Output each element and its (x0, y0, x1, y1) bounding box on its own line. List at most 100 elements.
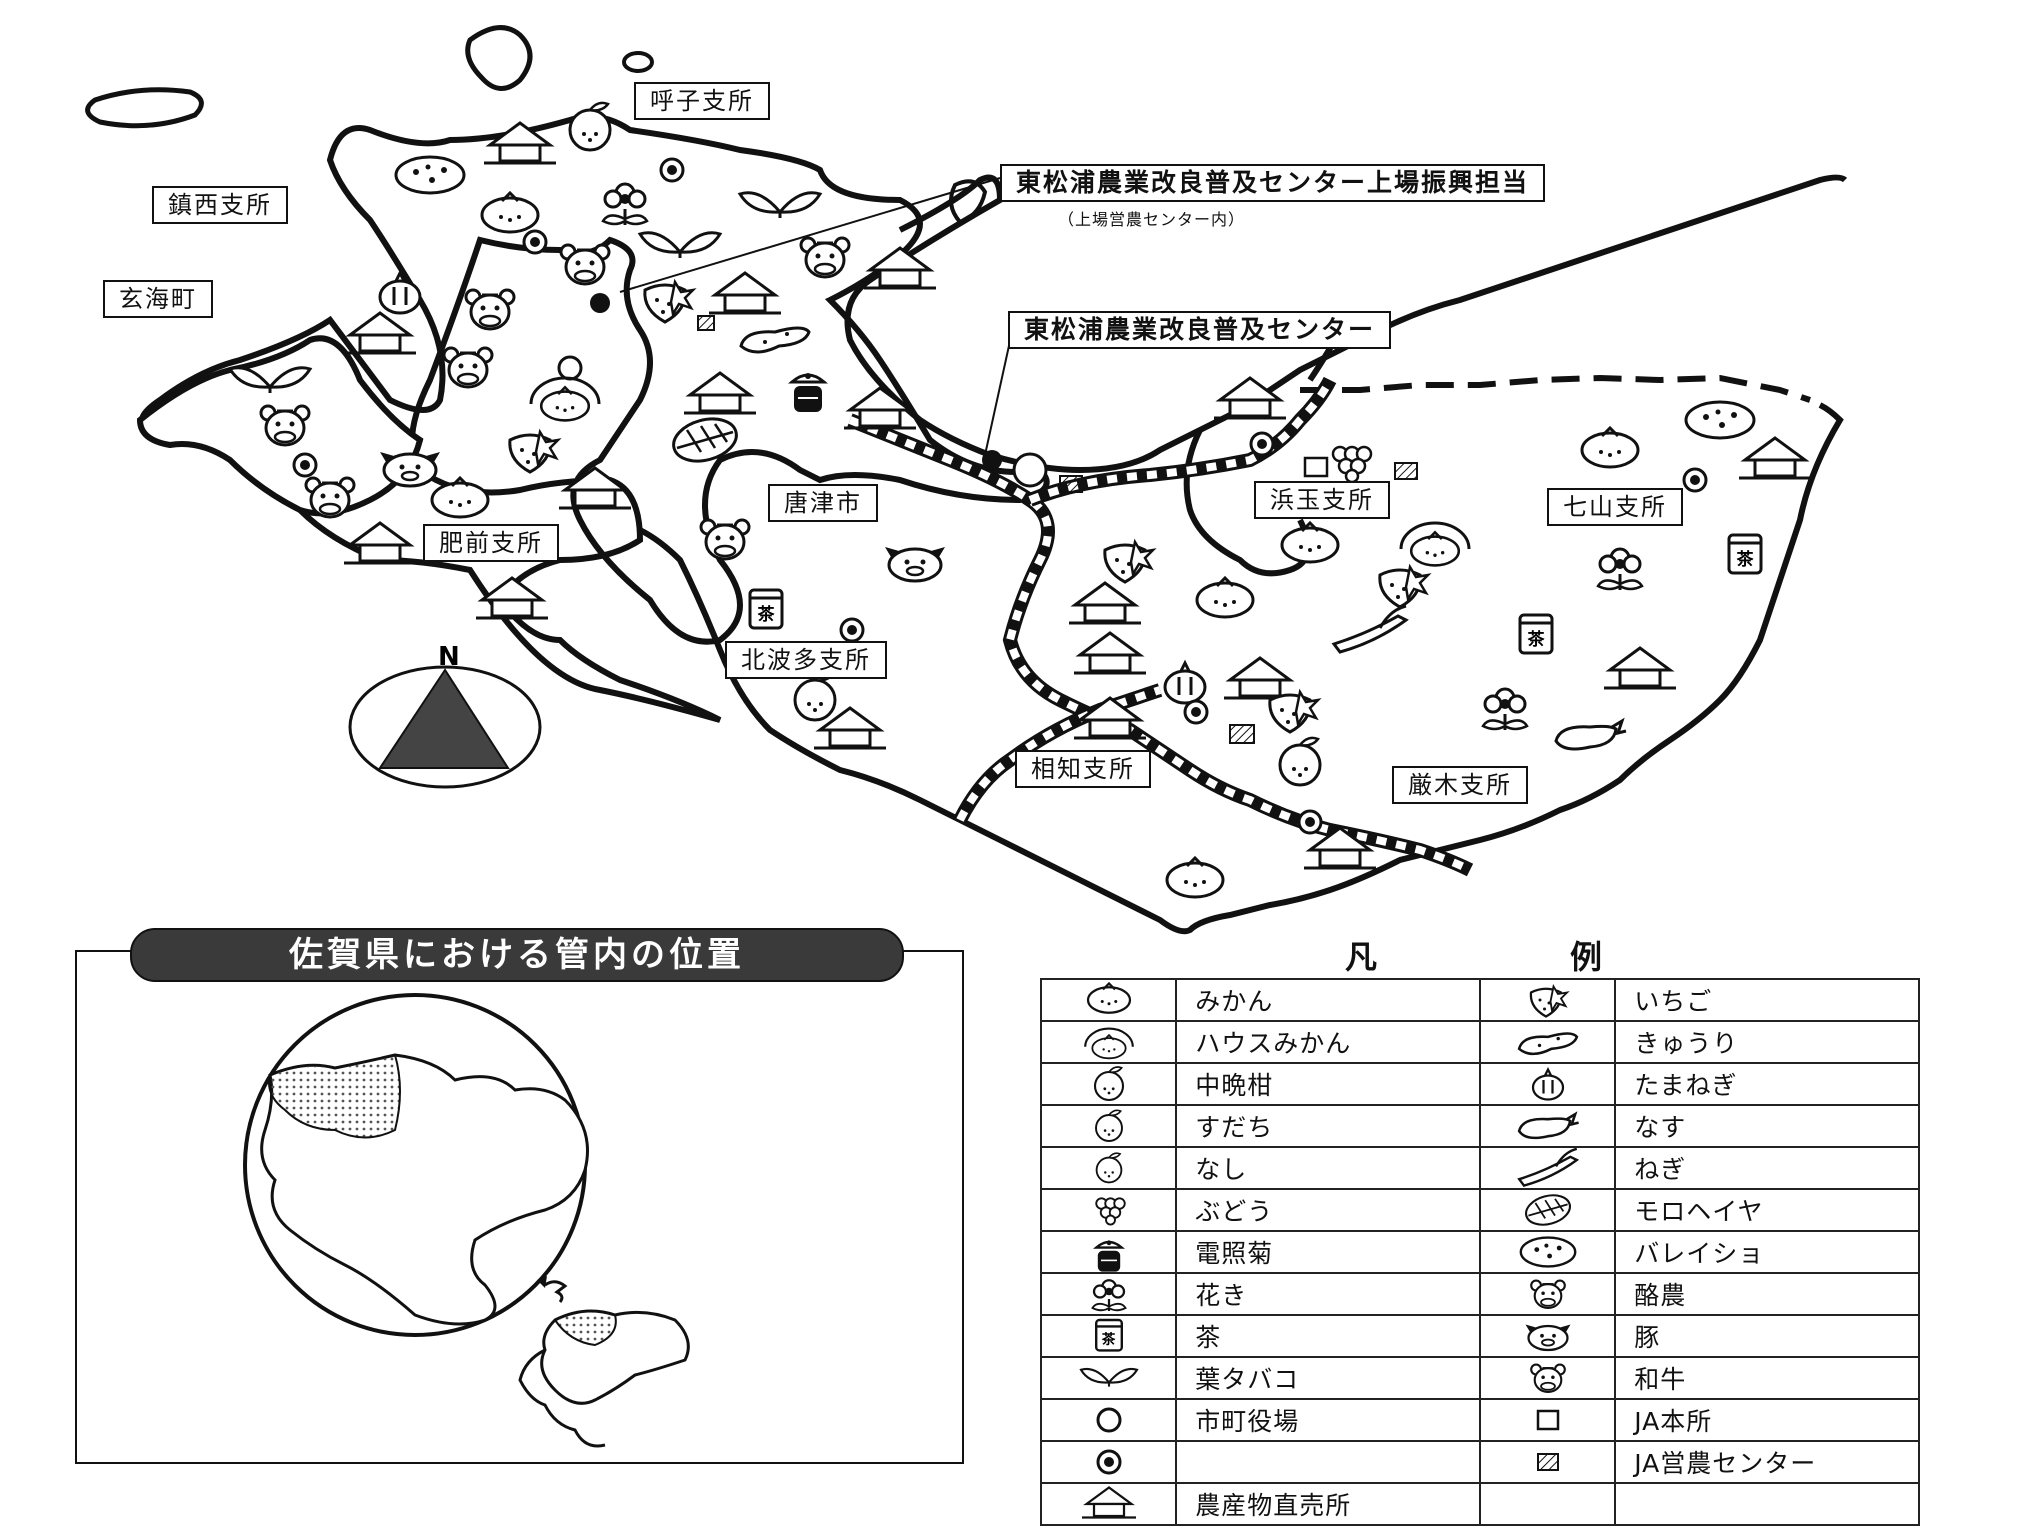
city-hall-icon (1039, 1398, 1178, 1442)
legend-row: 茶豚 (1039, 1314, 1920, 1358)
legend-label: いちご (1614, 978, 1920, 1022)
double-circle-icon (1249, 431, 1275, 457)
legend-table: みかん いちごハウスみかん きゅうり中晩柑 たまねぎすだち なすなしねぎぶどう モロヘイヤ… (1039, 978, 1920, 1526)
strawberry-icon (508, 430, 560, 474)
legend-label: モロヘイヤ (1614, 1188, 1920, 1232)
double-circle-icon (1297, 809, 1323, 835)
legend-row: すだち なす (1039, 1104, 1920, 1148)
legend-label: ぶどう (1175, 1188, 1481, 1232)
potato-icon (394, 155, 466, 195)
legend-label: きゅうり (1614, 1020, 1920, 1064)
potato-icon (1684, 400, 1756, 440)
mikan-icon (1039, 978, 1178, 1022)
pig-icon (378, 450, 442, 488)
direct-sale-icon (1072, 631, 1148, 675)
legend-label: たまねぎ (1614, 1062, 1920, 1106)
kyushu-coast (518, 1348, 606, 1448)
strawberry-icon (1478, 978, 1617, 1022)
legend-title-left: 凡 (1345, 938, 1378, 976)
ja-center-icon (697, 315, 715, 331)
legend-row: JA営農センター (1039, 1440, 1920, 1484)
district-highlight-kyushu (553, 1310, 617, 1347)
grape-icon (1331, 445, 1373, 484)
legend-label: なし (1175, 1146, 1481, 1190)
compass-north-label: N (438, 642, 460, 672)
legend-row: みかん いちご (1039, 978, 1920, 1022)
legend-label: 市町役場 (1175, 1398, 1481, 1442)
legend-row: 電照菊バレイショ (1039, 1230, 1920, 1274)
onion-icon (1163, 661, 1207, 705)
direct-sale-icon (1602, 646, 1678, 690)
legend-label: 農産物直売所 (1175, 1482, 1481, 1526)
city-hall-icon (557, 355, 583, 381)
double-circle-icon (1183, 699, 1209, 725)
double-circle-icon (1039, 1440, 1178, 1484)
legend-label: 中晩柑 (1175, 1062, 1481, 1106)
double-circle-icon (522, 229, 548, 255)
office-label-nanayama: 七山支所 (1547, 488, 1683, 526)
dairy-cow-icon (559, 243, 611, 286)
leek-icon (1332, 604, 1408, 654)
mikan-icon (1195, 576, 1255, 619)
office-label-yobuko: 呼子支所 (634, 82, 770, 120)
direct-sale-icon (1737, 436, 1813, 480)
office-label-hamatama: 浜玉支所 (1254, 481, 1390, 519)
double-circle-icon (292, 452, 318, 478)
late-citrus-icon (1039, 1062, 1178, 1106)
map-symbols (228, 101, 1813, 899)
legend-label: 豚 (1614, 1314, 1920, 1358)
legend-label: JA営農センター (1614, 1440, 1920, 1484)
double-circle-icon (659, 157, 685, 183)
chrysanthemum-icon (1039, 1230, 1178, 1274)
office-label-kitahata: 北波多支所 (725, 641, 887, 679)
island-madara (85, 87, 204, 129)
legend-row: なしねぎ (1039, 1146, 1920, 1190)
legend-title-right: 例 (1570, 938, 1603, 976)
grape-icon (1039, 1188, 1178, 1232)
legend-row: 葉タバコ和牛 (1039, 1356, 1920, 1400)
late-citrus-icon (793, 671, 837, 722)
legend-label: すだち (1175, 1104, 1481, 1148)
strawberry-icon (1268, 690, 1320, 734)
leader-line-main (984, 331, 1013, 456)
direct-sale-icon (342, 311, 418, 355)
city-label-karatsu: 唐津市 (768, 484, 878, 522)
office-label-hizen: 肥前支所 (423, 524, 559, 562)
ja-hq-icon (1303, 456, 1329, 478)
chrysanthemum-icon (790, 371, 826, 414)
potato-icon (1478, 1230, 1617, 1274)
prefecture-boundary (1300, 374, 1811, 403)
pointer-arrow-icon (544, 1280, 568, 1303)
beef-cattle-icon (464, 288, 516, 331)
dairy-cow-icon (1478, 1272, 1617, 1316)
island-kakara (465, 25, 533, 91)
eggplant-icon (1478, 1104, 1617, 1148)
legend-label: 花き (1175, 1272, 1481, 1316)
ja-center-icon (1059, 475, 1083, 493)
legend-empty-icon-cell (1478, 1482, 1617, 1526)
city-hall-icon (1012, 452, 1048, 488)
mikan-icon (1280, 521, 1340, 564)
pear-icon (568, 101, 612, 152)
mikan-icon (1580, 426, 1640, 469)
legend-label: 茶 (1175, 1314, 1481, 1358)
legend-label: 電照菊 (1175, 1230, 1481, 1274)
district-highlight-enlarged (268, 1053, 401, 1139)
flower-icon (1481, 687, 1529, 732)
inset-title: 佐賀県における管内の位置 (130, 928, 904, 982)
house-mikan-icon (1039, 1020, 1178, 1064)
legend-label: ハウスみかん (1175, 1020, 1481, 1064)
eggplant-icon (1554, 719, 1628, 751)
house-mikan-icon (1401, 523, 1469, 565)
legend-row: ぶどう モロヘイヤ (1039, 1188, 1920, 1232)
uwaba-center-marker (590, 293, 610, 313)
legend-label: なす (1614, 1104, 1920, 1148)
legend-label: 和牛 (1614, 1356, 1920, 1400)
legend-label: みかん (1175, 978, 1481, 1022)
leek-icon (1478, 1146, 1617, 1190)
legend-label: 酪農 (1614, 1272, 1920, 1316)
direct-sale-icon (1039, 1482, 1178, 1526)
pig-icon (883, 545, 947, 583)
